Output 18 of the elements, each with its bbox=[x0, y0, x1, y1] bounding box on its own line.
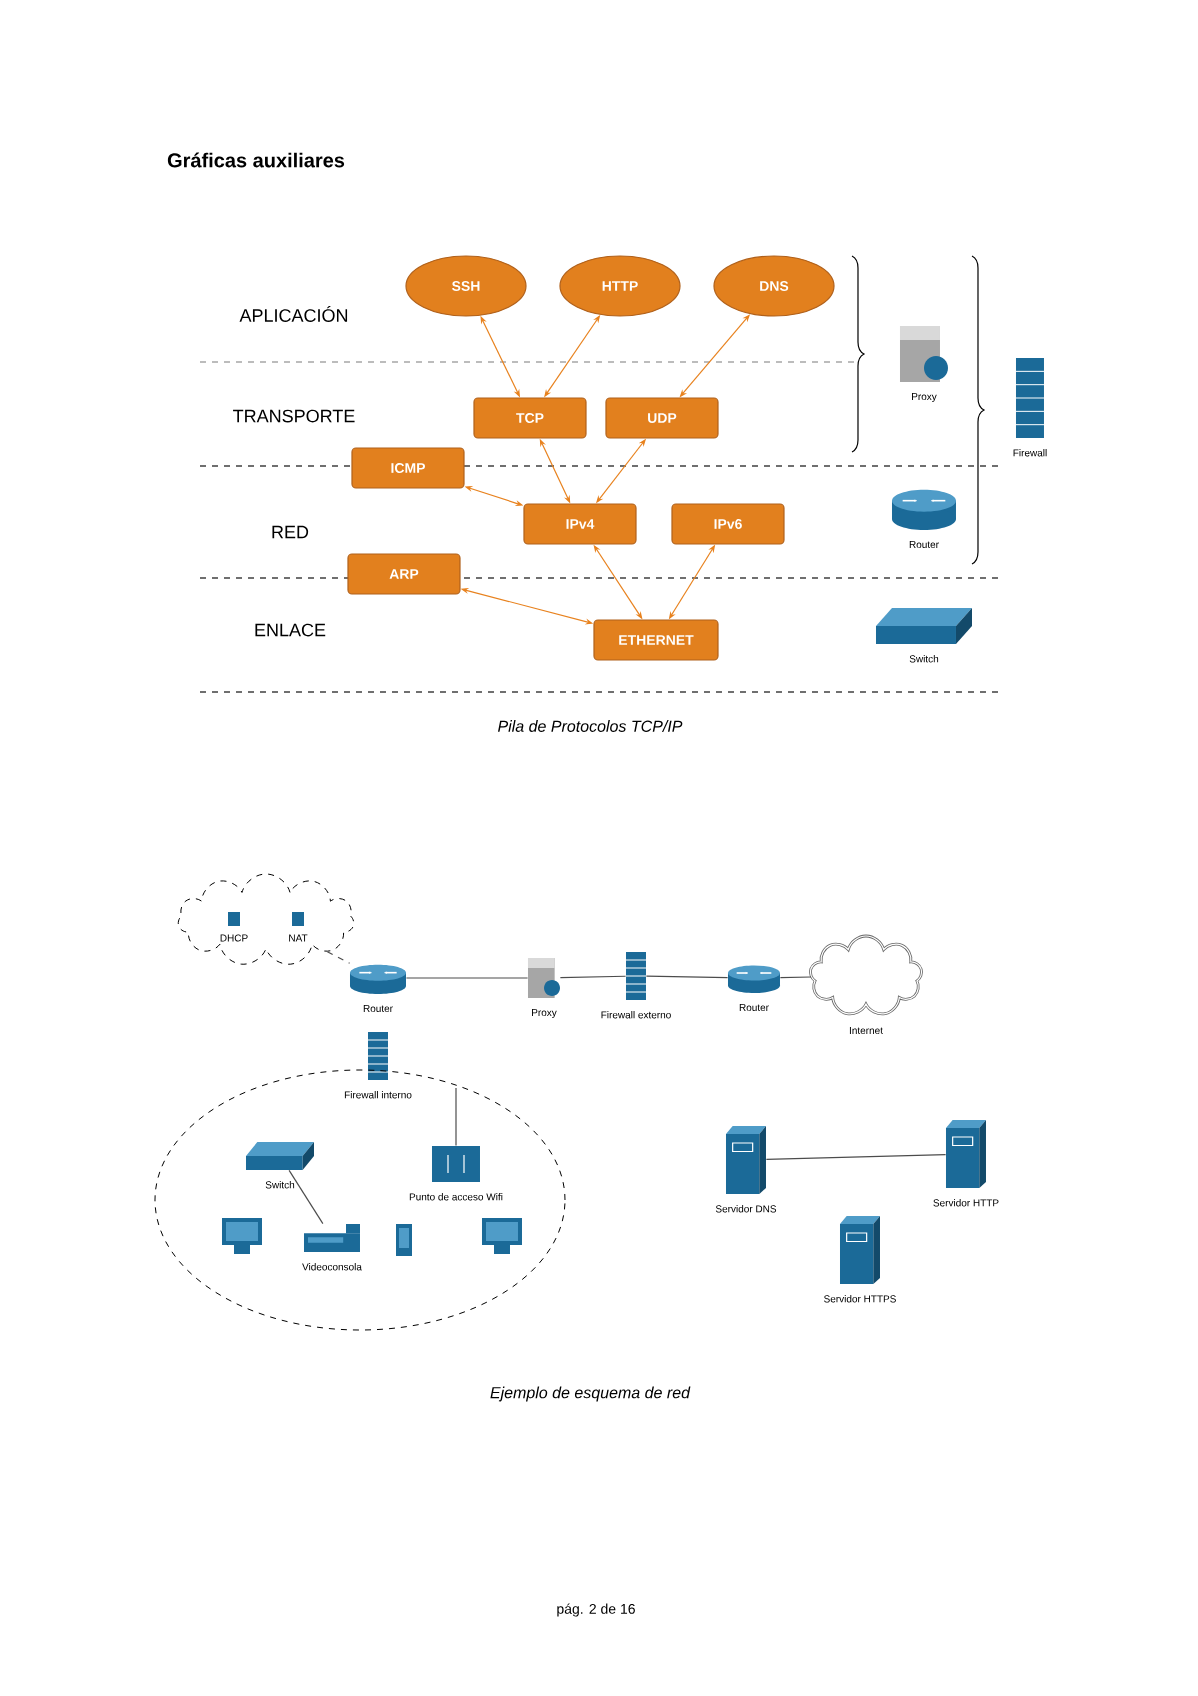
caption: Pila de Protocolos TCP/IP bbox=[498, 720, 683, 732]
heading: Gráficas auxiliares bbox=[167, 152, 345, 168]
layer-label: RED bbox=[272, 525, 309, 539]
layer-label: APLICACIÓN bbox=[239, 306, 348, 322]
phone-icon bbox=[396, 1224, 412, 1256]
connector bbox=[288, 1169, 324, 1225]
caption: Ejemplo de esquema de red bbox=[490, 1386, 691, 1402]
connector bbox=[559, 975, 627, 979]
layer-label: TRANSPORTE bbox=[233, 409, 355, 423]
connector bbox=[455, 1087, 457, 1147]
monitor-icon bbox=[222, 1218, 262, 1254]
connector bbox=[645, 975, 729, 979]
monitor-icon bbox=[482, 1218, 522, 1254]
connector bbox=[405, 977, 529, 979]
connector bbox=[765, 1153, 947, 1161]
layer-label: ENLACE bbox=[255, 623, 326, 637]
connector bbox=[779, 976, 812, 979]
network-ellipse bbox=[154, 1069, 566, 1331]
